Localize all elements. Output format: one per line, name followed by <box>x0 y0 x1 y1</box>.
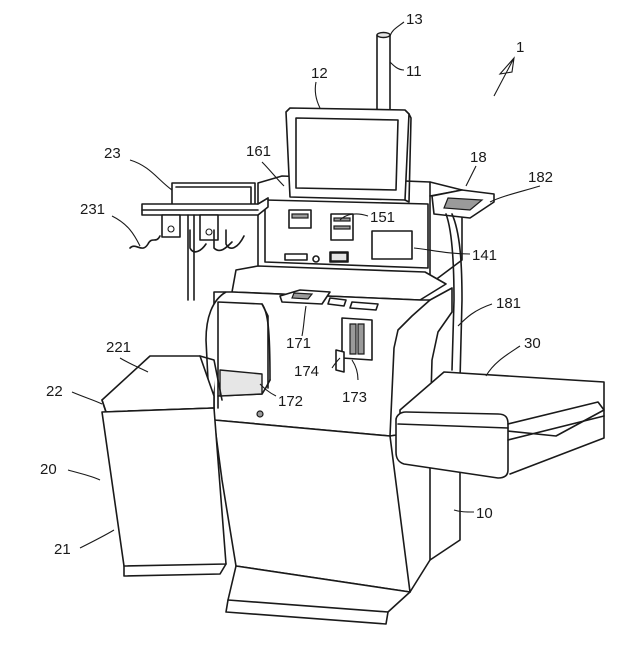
label-13: 13 <box>406 11 423 28</box>
label-21: 21 <box>54 541 71 558</box>
platform-30 <box>396 372 604 478</box>
label-173: 173 <box>342 389 367 406</box>
label-151: 151 <box>370 209 395 226</box>
cash-unit-173 <box>342 318 372 360</box>
bin-20 <box>102 356 226 576</box>
label-221: 221 <box>106 339 131 356</box>
label-10: 10 <box>476 505 493 522</box>
label-1: 1 <box>516 39 524 56</box>
label-23: 23 <box>104 145 121 162</box>
label-181: 181 <box>496 295 521 312</box>
tray-172 <box>220 370 262 396</box>
label-22: 22 <box>46 383 63 400</box>
label-20: 20 <box>40 461 57 478</box>
label-11: 11 <box>406 63 422 80</box>
label-172: 172 <box>278 393 303 410</box>
signal-lamp-13 <box>377 33 390 38</box>
sub-display-141 <box>372 231 412 259</box>
label-231: 231 <box>80 201 105 218</box>
display-12 <box>286 108 411 202</box>
label-171: 171 <box>286 335 311 352</box>
label-161: 161 <box>246 143 271 160</box>
label-174: 174 <box>294 363 319 380</box>
label-12: 12 <box>311 65 328 82</box>
label-182: 182 <box>528 169 553 186</box>
label-141: 141 <box>472 247 497 264</box>
label-30: 30 <box>524 335 541 352</box>
hook-231 <box>130 236 160 248</box>
label-18: 18 <box>470 149 487 166</box>
bin-body-21 <box>102 408 226 566</box>
bin-lid-22 <box>102 356 214 412</box>
